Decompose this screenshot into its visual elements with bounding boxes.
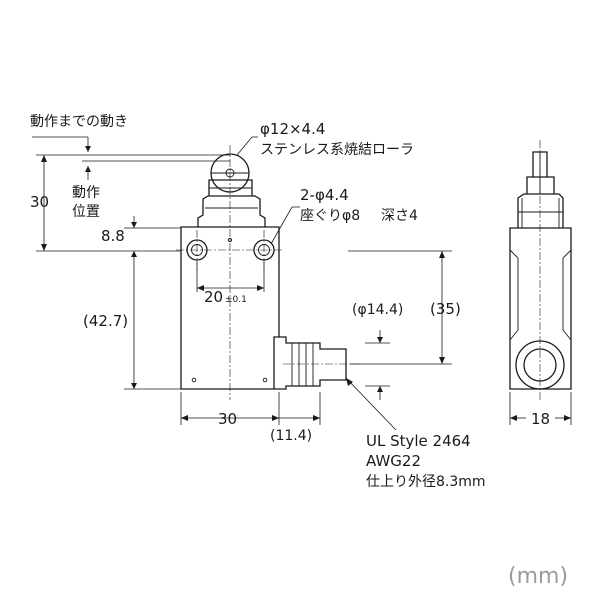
label-pitch-tol: ±0.1 [225,295,247,305]
cable-gland [274,336,347,390]
label-side-width-18: 18 [531,410,550,428]
side-body [509,227,572,390]
label-counterbore-2: 深さ4 [381,208,418,224]
dimensions [32,136,572,431]
head-plate [197,195,266,227]
label-mount-holes: 2-φ4.4 [300,186,349,204]
label-cable-2: AWG22 [366,452,421,470]
label-unit: (mm) [508,564,568,589]
label-counterbore-1: 座ぐりφ8 [300,208,360,224]
label-dim-30-vertical: 30 [30,193,49,211]
label-travel: 動作までの動き [30,114,128,130]
side-view [509,140,572,400]
label-dim-11-4: (11.4) [270,428,312,444]
label-op-position-2: 位置 [72,204,100,220]
label-dim-42-7: (42.7) [83,312,128,330]
front-view [176,145,360,400]
label-cable-3: 仕上り外径8.3mm [366,474,486,490]
label-pitch-main: 20 [204,288,223,306]
label-roller-dia: φ12×4.4 [260,120,325,138]
label-cable-1: UL Style 2464 [366,432,471,450]
label-dim-8-8: 8.8 [101,227,125,245]
labels: 動作までの動き φ12×4.4 ステンレス系焼結ローラ 30 動作 位置 8.8… [30,114,568,589]
label-conduit-dia: (φ14.4) [352,302,403,318]
label-op-position-1: 動作 [72,185,100,201]
label-dim-35: (35) [430,300,461,318]
label-roller-material: ステンレス系焼結ローラ [260,142,414,158]
label-width-30: 30 [218,410,237,428]
